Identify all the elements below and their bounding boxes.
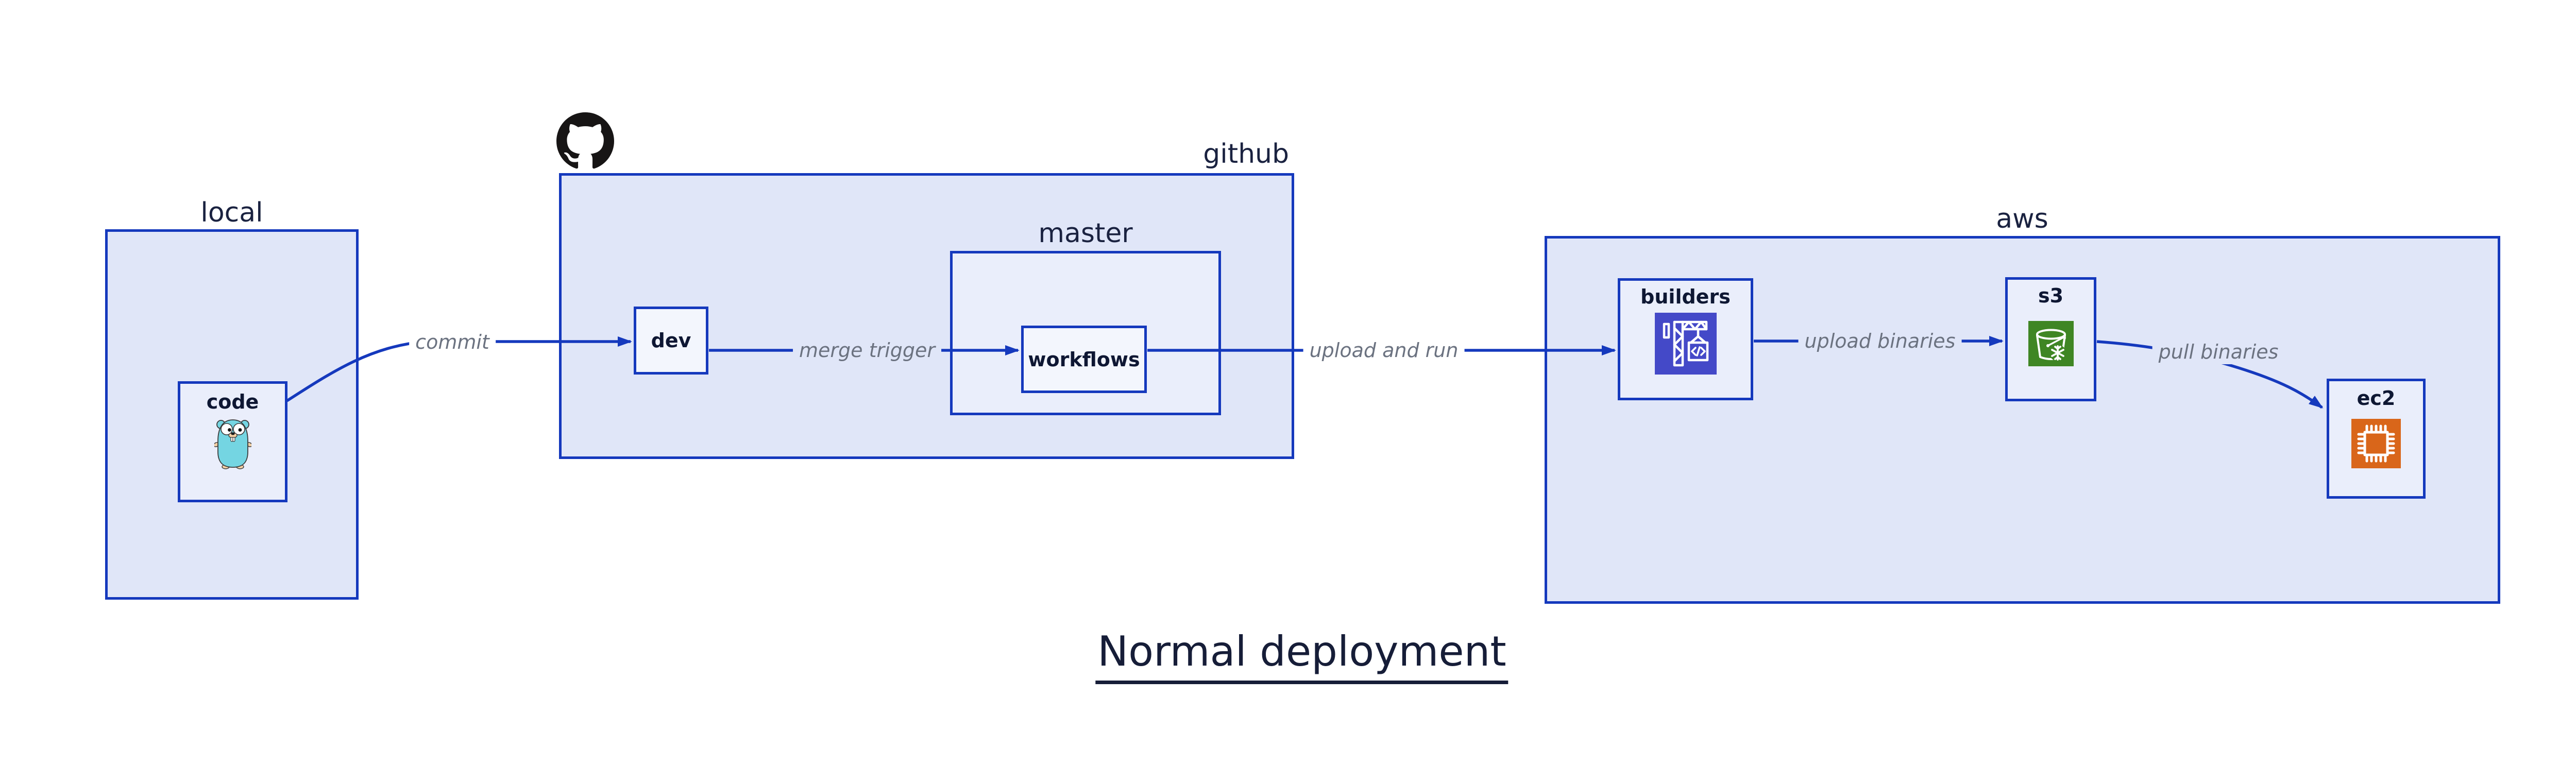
- edge-label-commit: commit: [409, 330, 496, 354]
- github-octocat-icon: [556, 112, 614, 169]
- go-gopher-icon: [214, 419, 251, 469]
- node-label-s3: s3: [2038, 284, 2064, 307]
- codebuild-crane-icon: [1654, 313, 1717, 375]
- group-label-aws: aws: [1996, 203, 2048, 234]
- node-label-workflows: workflows: [1028, 348, 1140, 371]
- s3-glacier-bucket-icon: [2028, 321, 2074, 366]
- node-label-dev: dev: [651, 329, 691, 352]
- node-s3: s3: [2005, 277, 2096, 401]
- group-label-local: local: [200, 197, 263, 228]
- edge-label-merge-trigger: merge trigger: [793, 338, 941, 363]
- ec2-chip-icon: [2351, 419, 2401, 468]
- edge-label-upload-and-run: upload and run: [1303, 338, 1465, 363]
- node-workflows: workflows: [1021, 326, 1147, 393]
- node-label-ec2: ec2: [2357, 387, 2396, 410]
- edge-label-upload-binaries: upload binaries: [1798, 329, 1962, 353]
- diagram-title: Normal deployment: [1095, 627, 1509, 684]
- node-label-builders: builders: [1640, 285, 1731, 308]
- node-builders: builders: [1618, 278, 1753, 400]
- group-label-github: github: [1203, 139, 1289, 169]
- node-label-code: code: [206, 390, 259, 413]
- node-code: code: [178, 381, 287, 502]
- node-dev: dev: [634, 307, 708, 375]
- edge-label-pull-binaries: pull binaries: [2152, 339, 2285, 364]
- group-label-master: master: [1038, 218, 1133, 249]
- node-ec2: ec2: [2327, 379, 2426, 499]
